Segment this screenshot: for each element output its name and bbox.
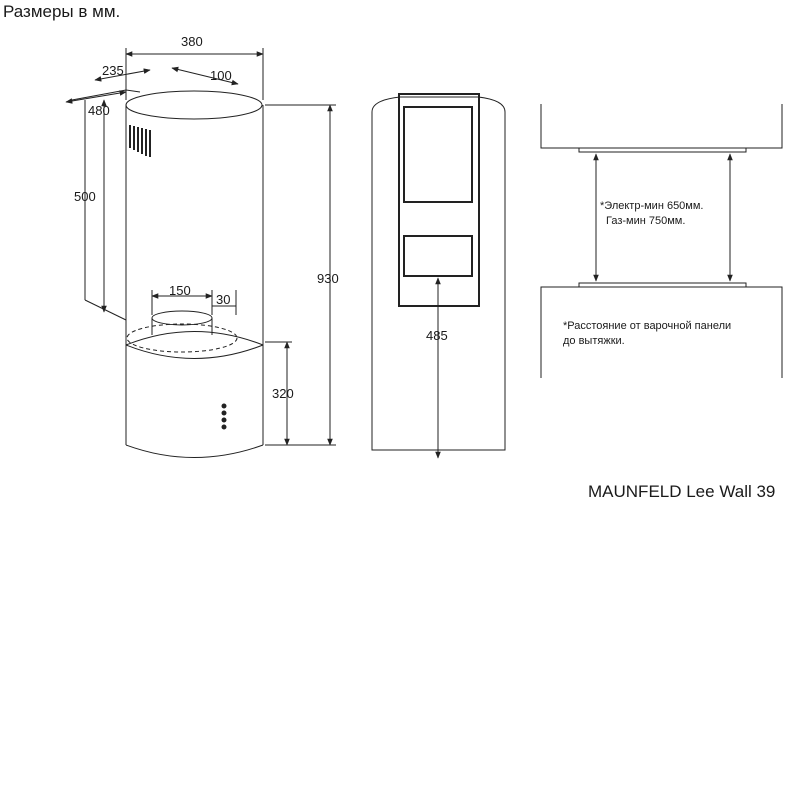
upper-filter (403, 106, 473, 203)
cooktop-surface (578, 282, 747, 288)
dim-depth-480: 480 (88, 103, 110, 118)
note-distance-line1: *Расстояние от варочной панели (563, 320, 731, 332)
dim-front-485: 485 (426, 328, 448, 343)
side-view: 380 235 100 480 500 930 150 30 320 (65, 34, 339, 458)
note-distance-line2: до вытяжки. (563, 335, 625, 347)
dimensions-note: Размеры в мм. (3, 2, 121, 21)
dim-outlet-offset: 30 (216, 292, 230, 307)
dim-lower-height: 320 (272, 386, 294, 401)
control-buttons (221, 403, 227, 430)
dim-top-width: 380 (181, 34, 203, 49)
note-min-gas: Газ-мин 750мм. (606, 215, 685, 227)
lower-filter (403, 235, 473, 277)
front-view: 485 (371, 93, 506, 459)
body-bottom-arc (125, 444, 264, 458)
dim-outlet-diameter: 150 (169, 283, 191, 298)
outlet-top (151, 310, 213, 326)
dim-depth-235: 235 (102, 63, 124, 78)
dim-depth-100: 100 (210, 68, 232, 83)
note-min-electric: *Электр-мин 650мм. (600, 200, 704, 212)
dim-total-height: 930 (317, 271, 339, 286)
lower-section-arc-back (125, 331, 264, 346)
outlet-base-hidden (126, 323, 238, 353)
lower-section-arc (125, 344, 264, 359)
vent-slots (129, 125, 151, 157)
install-view: *Электр-мин 650мм. Газ-мин 750мм. *Расст… (540, 104, 783, 378)
upper-cabinet (540, 104, 783, 149)
cooktop-counter (540, 286, 783, 378)
hood-underside (578, 147, 747, 153)
dim-height-500: 500 (74, 189, 96, 204)
top-opening (125, 90, 263, 120)
model-name: MAUNFELD Lee Wall 39 (588, 482, 776, 501)
wall-line-bottom (84, 299, 127, 321)
front-panel (398, 93, 480, 307)
